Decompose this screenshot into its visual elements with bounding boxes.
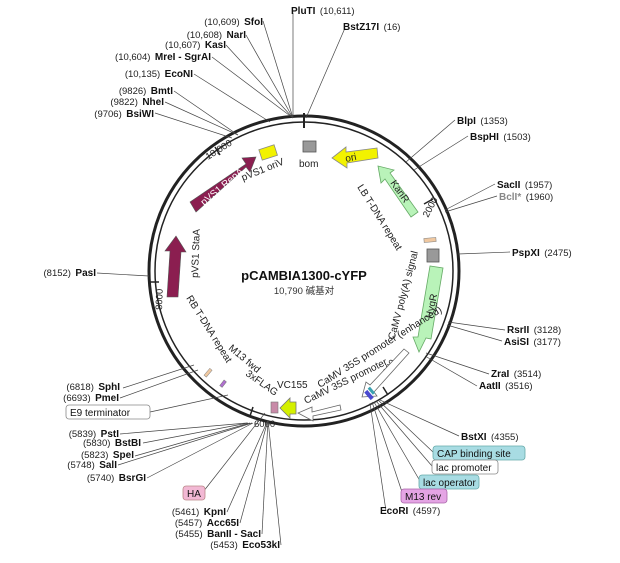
pvs1-staa-feature — [164, 235, 187, 298]
enzyme-pluti[interactable]: PluTI (10,611) — [291, 1, 355, 18]
rb-tdna-feature — [203, 367, 213, 378]
tick-mark-4000 — [382, 386, 389, 396]
enzyme-labels-left: (10,609) SfoI (10,608) NarI (10,607) Kas… — [44, 12, 281, 552]
tick-mark-2000 — [423, 198, 434, 205]
plasmid-length: 10,790 碱基对 — [274, 285, 335, 297]
bom-label: bom — [299, 159, 318, 170]
enzyme-rsrii[interactable]: RsrII (3128) — [507, 320, 561, 337]
enzyme-sali[interactable]: (5748) SalI — [67, 455, 117, 472]
kanr-feature — [377, 165, 419, 218]
plasmid-name: pCAMBIA1300-cYFP — [241, 268, 367, 283]
enzyme-bsrgi[interactable]: (5740) BsrGI — [87, 468, 146, 485]
hygr-feature — [412, 265, 444, 353]
ori-feature — [331, 146, 379, 169]
bom-feature — [302, 140, 317, 153]
lb-tdna-feature — [423, 237, 437, 243]
enzyme-acc65i[interactable]: (5457) Acc65I — [175, 513, 239, 530]
enzyme-bsiwi[interactable]: (9706) BsiWI — [94, 104, 154, 121]
enzyme-sfoi[interactable]: (10,609) SfoI — [204, 12, 263, 29]
lac-operator-label: lac operator — [423, 478, 476, 489]
enzyme-psti[interactable]: (5839) PstI — [69, 424, 119, 441]
pvs1-oriv-feature — [258, 144, 278, 161]
enzyme-sacii[interactable]: SacII (1957) — [497, 175, 552, 192]
e9-terminator-label: E9 terminator — [70, 408, 131, 419]
enzyme-blpi[interactable]: BlpI (1353) — [457, 111, 508, 128]
camv35s-feature — [297, 404, 342, 422]
leader-lines — [96, 13, 511, 546]
lac-operator-box[interactable] — [418, 474, 480, 490]
lac-region-marks — [364, 389, 374, 401]
ori-label: ori — [344, 152, 357, 165]
enzyme-banii-saci[interactable]: (5455) BanII - SacI — [175, 524, 261, 541]
m13-rev-box[interactable] — [400, 488, 448, 504]
hygr-label: HygR — [424, 293, 440, 320]
enzyme-kpni[interactable]: (5461) KpnI — [172, 502, 226, 519]
rb-tdna-label: RB T-DNA repeat — [183, 294, 233, 365]
enzyme-bstxi[interactable]: BstXI (4355) — [461, 427, 518, 444]
enzyme-aatii[interactable]: AatII (3516) — [479, 376, 533, 393]
m13fwd-feature — [219, 379, 227, 388]
vc155-label: VC155 — [277, 380, 308, 391]
tick-6000: 6000 — [254, 419, 275, 430]
enzyme-zrai[interactable]: ZraI (3514) — [491, 364, 541, 381]
tick-mark-10000 — [214, 146, 221, 156]
enzyme-pmei[interactable]: (6693) PmeI — [63, 388, 119, 405]
enzyme-bmti[interactable]: (9826) BmtI — [119, 81, 173, 98]
m13-rev-label: M13 rev — [405, 492, 441, 503]
pvs1-repa-label: pVS1 RepA — [199, 166, 246, 208]
enzyme-pasi[interactable]: (8152) PasI — [44, 263, 97, 280]
enzyme-nari[interactable]: (10,608) NarI — [187, 25, 247, 42]
camv-polya-feature — [426, 248, 440, 263]
enzyme-econi[interactable]: (10,135) EcoNI — [125, 64, 193, 81]
lac-promoter-label: lac promoter — [436, 463, 492, 474]
enzyme-bstbi[interactable]: (5830) BstBI — [83, 433, 141, 450]
cap-binding-site-label: CAP binding site — [437, 449, 511, 460]
boxed-feature-labels: E9 terminator CAP binding site lac promo… — [65, 404, 526, 504]
tick-mark-6000 — [249, 406, 254, 417]
flag-feature — [270, 401, 279, 414]
enzyme-mrei-sgrai[interactable]: (10,604) MreI - SgrAI — [115, 47, 211, 64]
enzyme-sphi[interactable]: (6818) SphI — [66, 377, 120, 394]
pvs1-staa-label: pVS1 StaA — [190, 228, 203, 278]
enzyme-labels-right: PluTI (10,611) BstZ17I (16) BlpI (1353) … — [291, 1, 572, 518]
enzyme-bstz17i[interactable]: BstZ17I (16) — [343, 17, 400, 34]
lac-promoter-box[interactable] — [431, 459, 499, 475]
ha-label: HA — [187, 489, 201, 500]
enzyme-eco53ki[interactable]: (5453) Eco53kI — [210, 535, 280, 552]
tick-8000: 8000 — [154, 289, 166, 311]
enzyme-kasi[interactable]: (10,607) KasI — [165, 35, 226, 52]
enzyme-pspxi[interactable]: PspXI (2475) — [512, 243, 572, 260]
ha-box[interactable] — [182, 485, 206, 501]
tick-2000: 2000 — [421, 196, 441, 220]
enzyme-bsphi[interactable]: BspHI (1503) — [470, 127, 531, 144]
vc155-feature — [279, 397, 297, 419]
enzyme-ecori[interactable]: EcoRI (4597) — [380, 501, 440, 518]
flag-label: 3xFLAG — [243, 368, 280, 398]
enzyme-bcli[interactable]: BclI* (1960) — [499, 187, 553, 204]
enzyme-nhei[interactable]: (9822) NheI — [110, 92, 164, 109]
pvs1-repa-feature — [189, 156, 257, 213]
e9-terminator-box[interactable] — [65, 404, 151, 420]
enzyme-asisi[interactable]: AsiSI (3177) — [504, 332, 561, 349]
enzyme-spei[interactable]: (5823) SpeI — [81, 445, 134, 462]
kanr-label: KanR — [388, 178, 411, 205]
lac-region-marks-2 — [367, 386, 376, 395]
